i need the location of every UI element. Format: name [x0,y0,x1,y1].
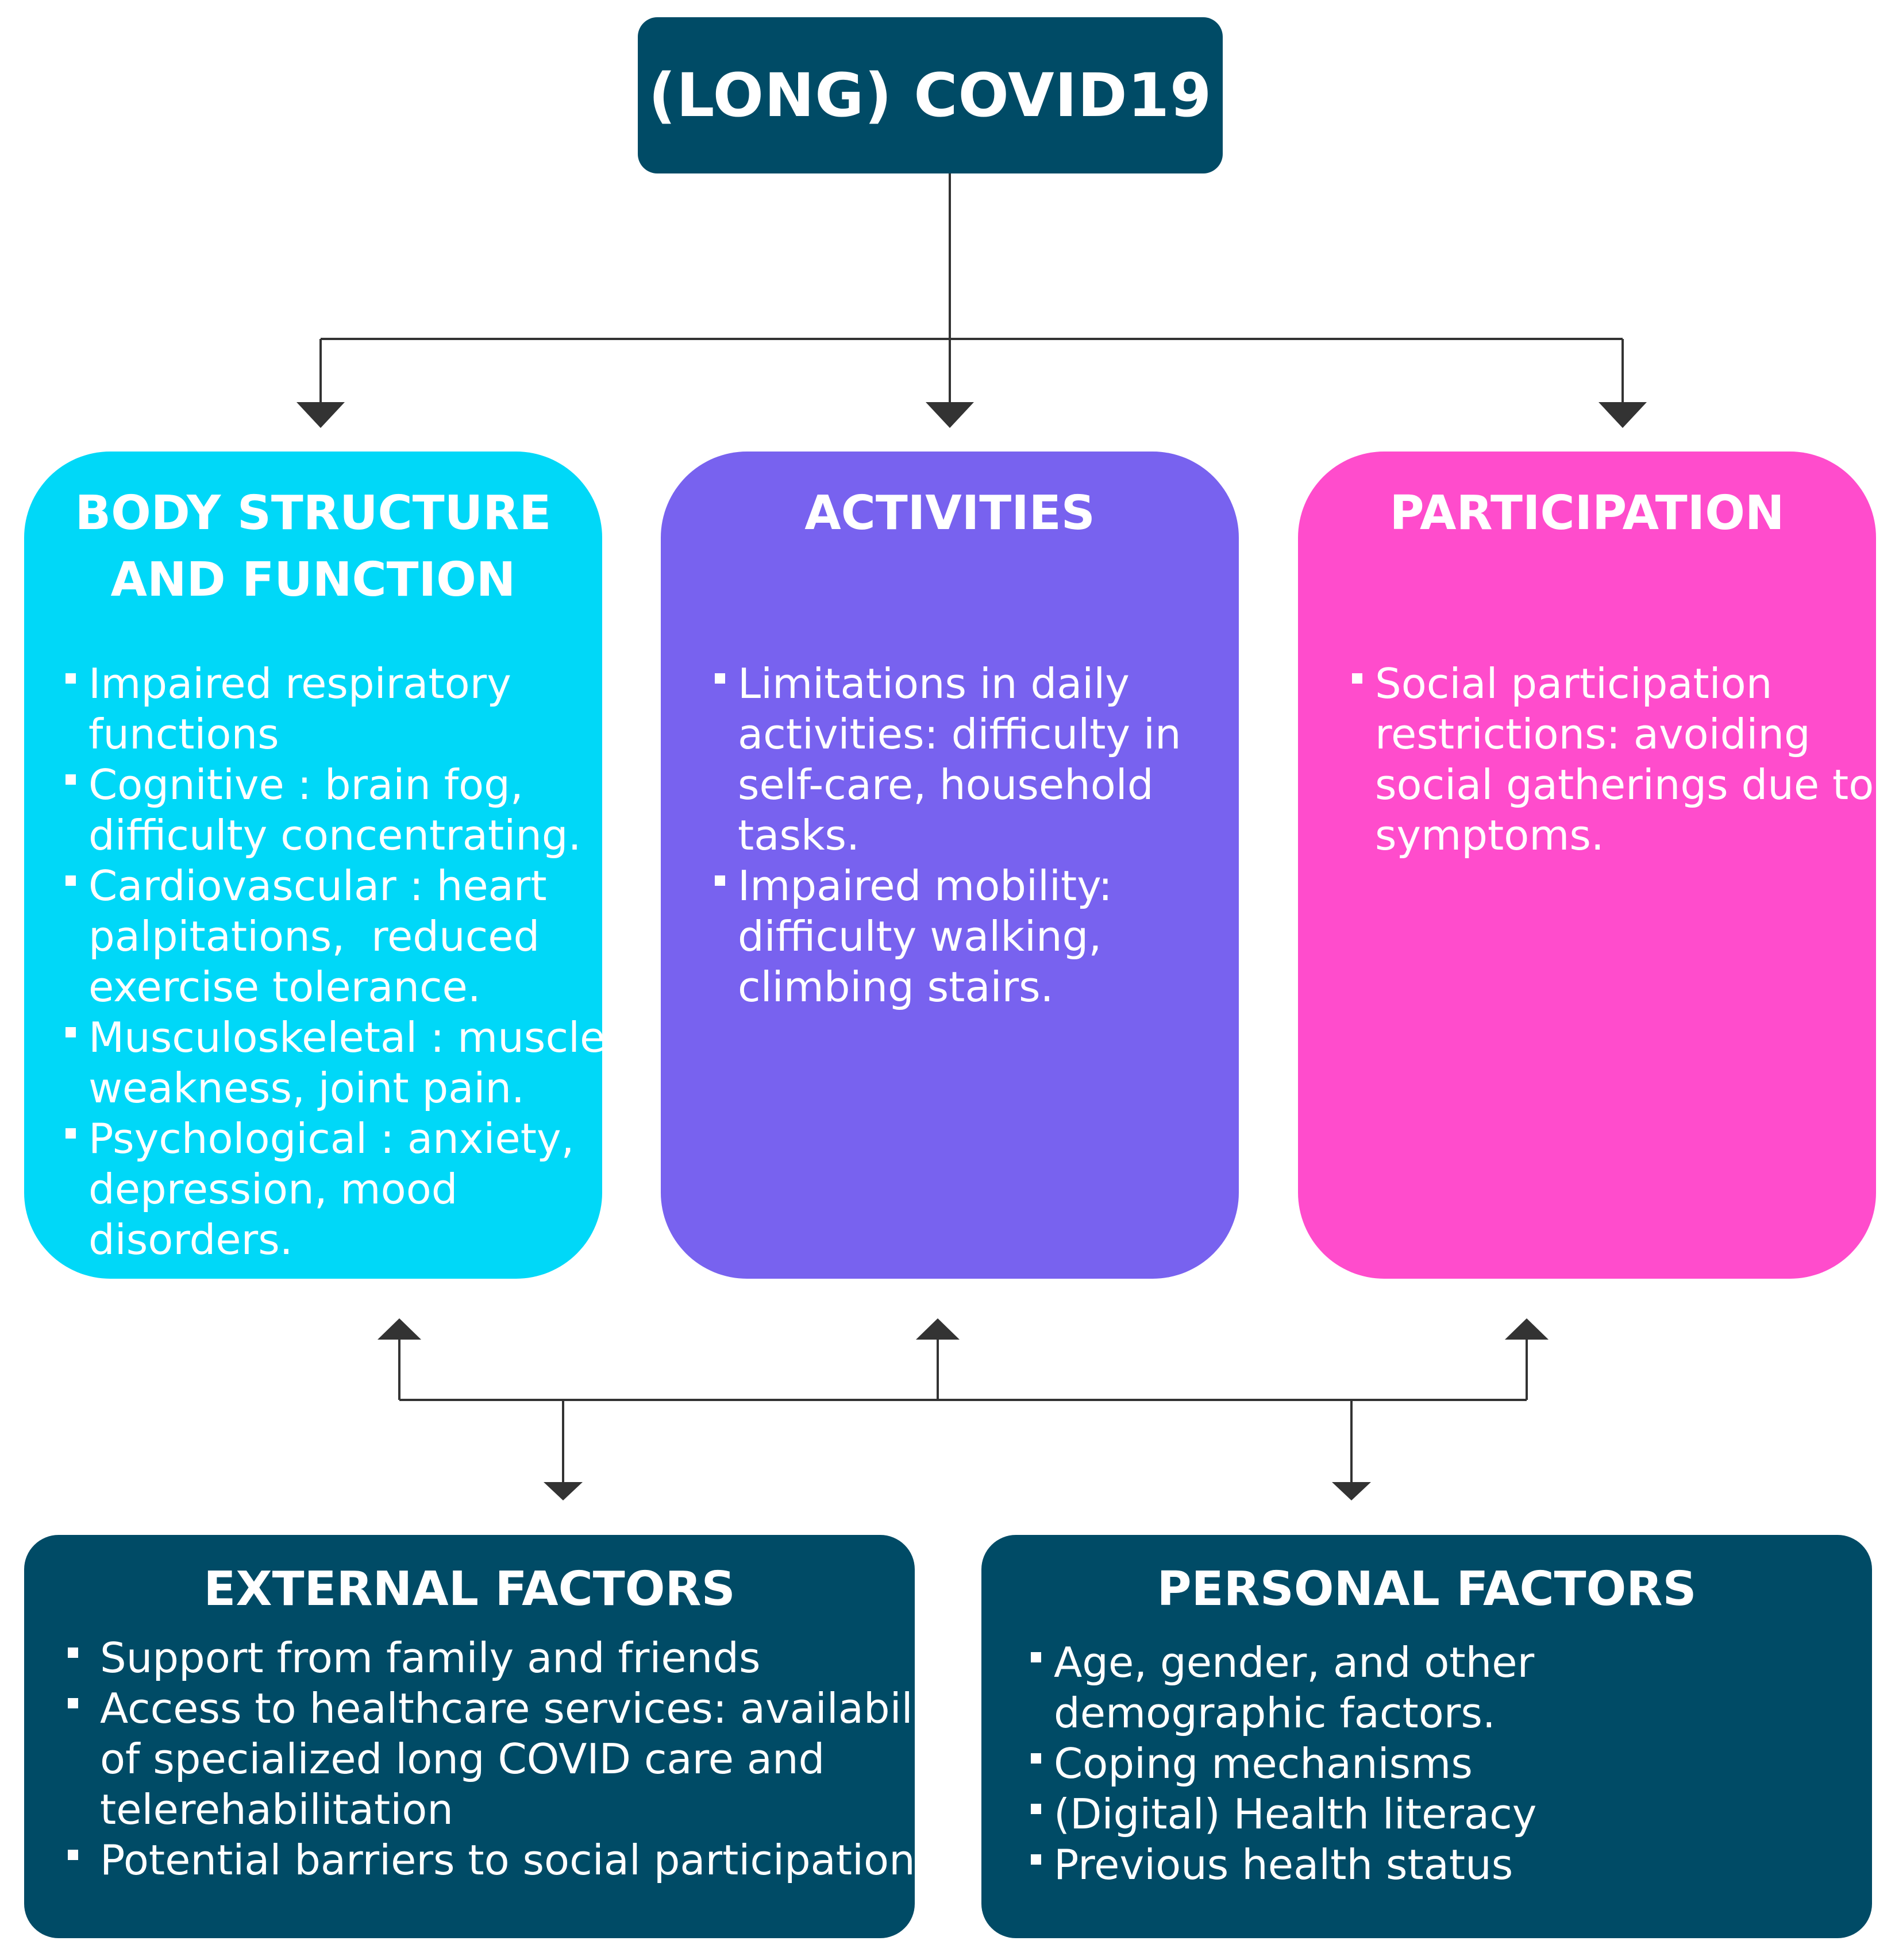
list-item: Social participation restrictions: avoid… [1352,658,1874,861]
list-item: Cardiovascular : heart palpitations, red… [66,861,579,1012]
body-structure-function-title: BODY STRUCTURE AND FUNCTION [75,486,552,607]
body-structure-function-list: Impaired respiratory functions Cognitive… [66,658,605,1265]
list-item: Age, gender, and other demographic facto… [1031,1637,1849,1738]
list-item: (Digital) Health literacy [1031,1789,1849,1839]
arrow-up-body [378,1318,421,1340]
arrow-down-personal [1332,1482,1371,1500]
activities-title: ACTIVITIES [804,486,1095,541]
arrow-down-body [296,402,345,428]
participation-list: Social participation restrictions: avoid… [1352,658,1874,861]
arrow-down-external [544,1482,583,1500]
list-item: Musculoskeletal : muscle weakness, joint… [66,1012,605,1113]
personal-factors-title: PERSONAL FACTORS [1157,1562,1697,1616]
list-item: Coping mechanisms [1031,1738,1849,1789]
list-item: Impaired mobility: difficulty walking, c… [715,861,1216,1012]
long-covid-box: (LONG) COVID19 [638,17,1223,173]
arrow-up-participation [1505,1318,1549,1340]
personal-factors-list: Age, gender, and other demographic facto… [1031,1637,1849,1890]
arrow-down-participation [1599,402,1647,428]
list-item: Access to healthcare services: availabil… [64,1683,965,1835]
list-item: Previous health status [1031,1839,1849,1890]
list-item: Limitations in daily activities: difficu… [715,658,1216,861]
participation-title: PARTICIPATION [1389,486,1785,541]
external-factors-list: Support from family and friends Access t… [64,1633,965,1885]
long-covid-title: (LONG) COVID19 [648,60,1212,130]
external-factors-box: EXTERNAL FACTORS Support from family and… [24,1535,965,1938]
list-item: Potential barriers to social participati… [64,1835,929,1885]
participation-box: PARTICIPATION Social participation restr… [1298,452,1876,1279]
list-item: Impaired respiratory functions [66,658,579,759]
list-item: Support from family and friends [64,1633,892,1683]
activities-box: ACTIVITIES Limitations in daily activiti… [661,452,1239,1279]
personal-factors-box: PERSONAL FACTORS Age, gender, and other … [981,1535,1872,1938]
list-item: Psychological : anxiety, depression, moo… [66,1113,579,1265]
activities-list: Limitations in daily activities: difficu… [715,658,1216,1012]
body-structure-function-box: BODY STRUCTURE AND FUNCTION Impaired res… [24,452,605,1279]
external-factors-title: EXTERNAL FACTORS [203,1562,735,1616]
arrow-up-activities [916,1318,960,1340]
arrow-down-activities [926,402,974,428]
list-item: Cognitive : brain fog, difficulty concen… [66,759,581,861]
